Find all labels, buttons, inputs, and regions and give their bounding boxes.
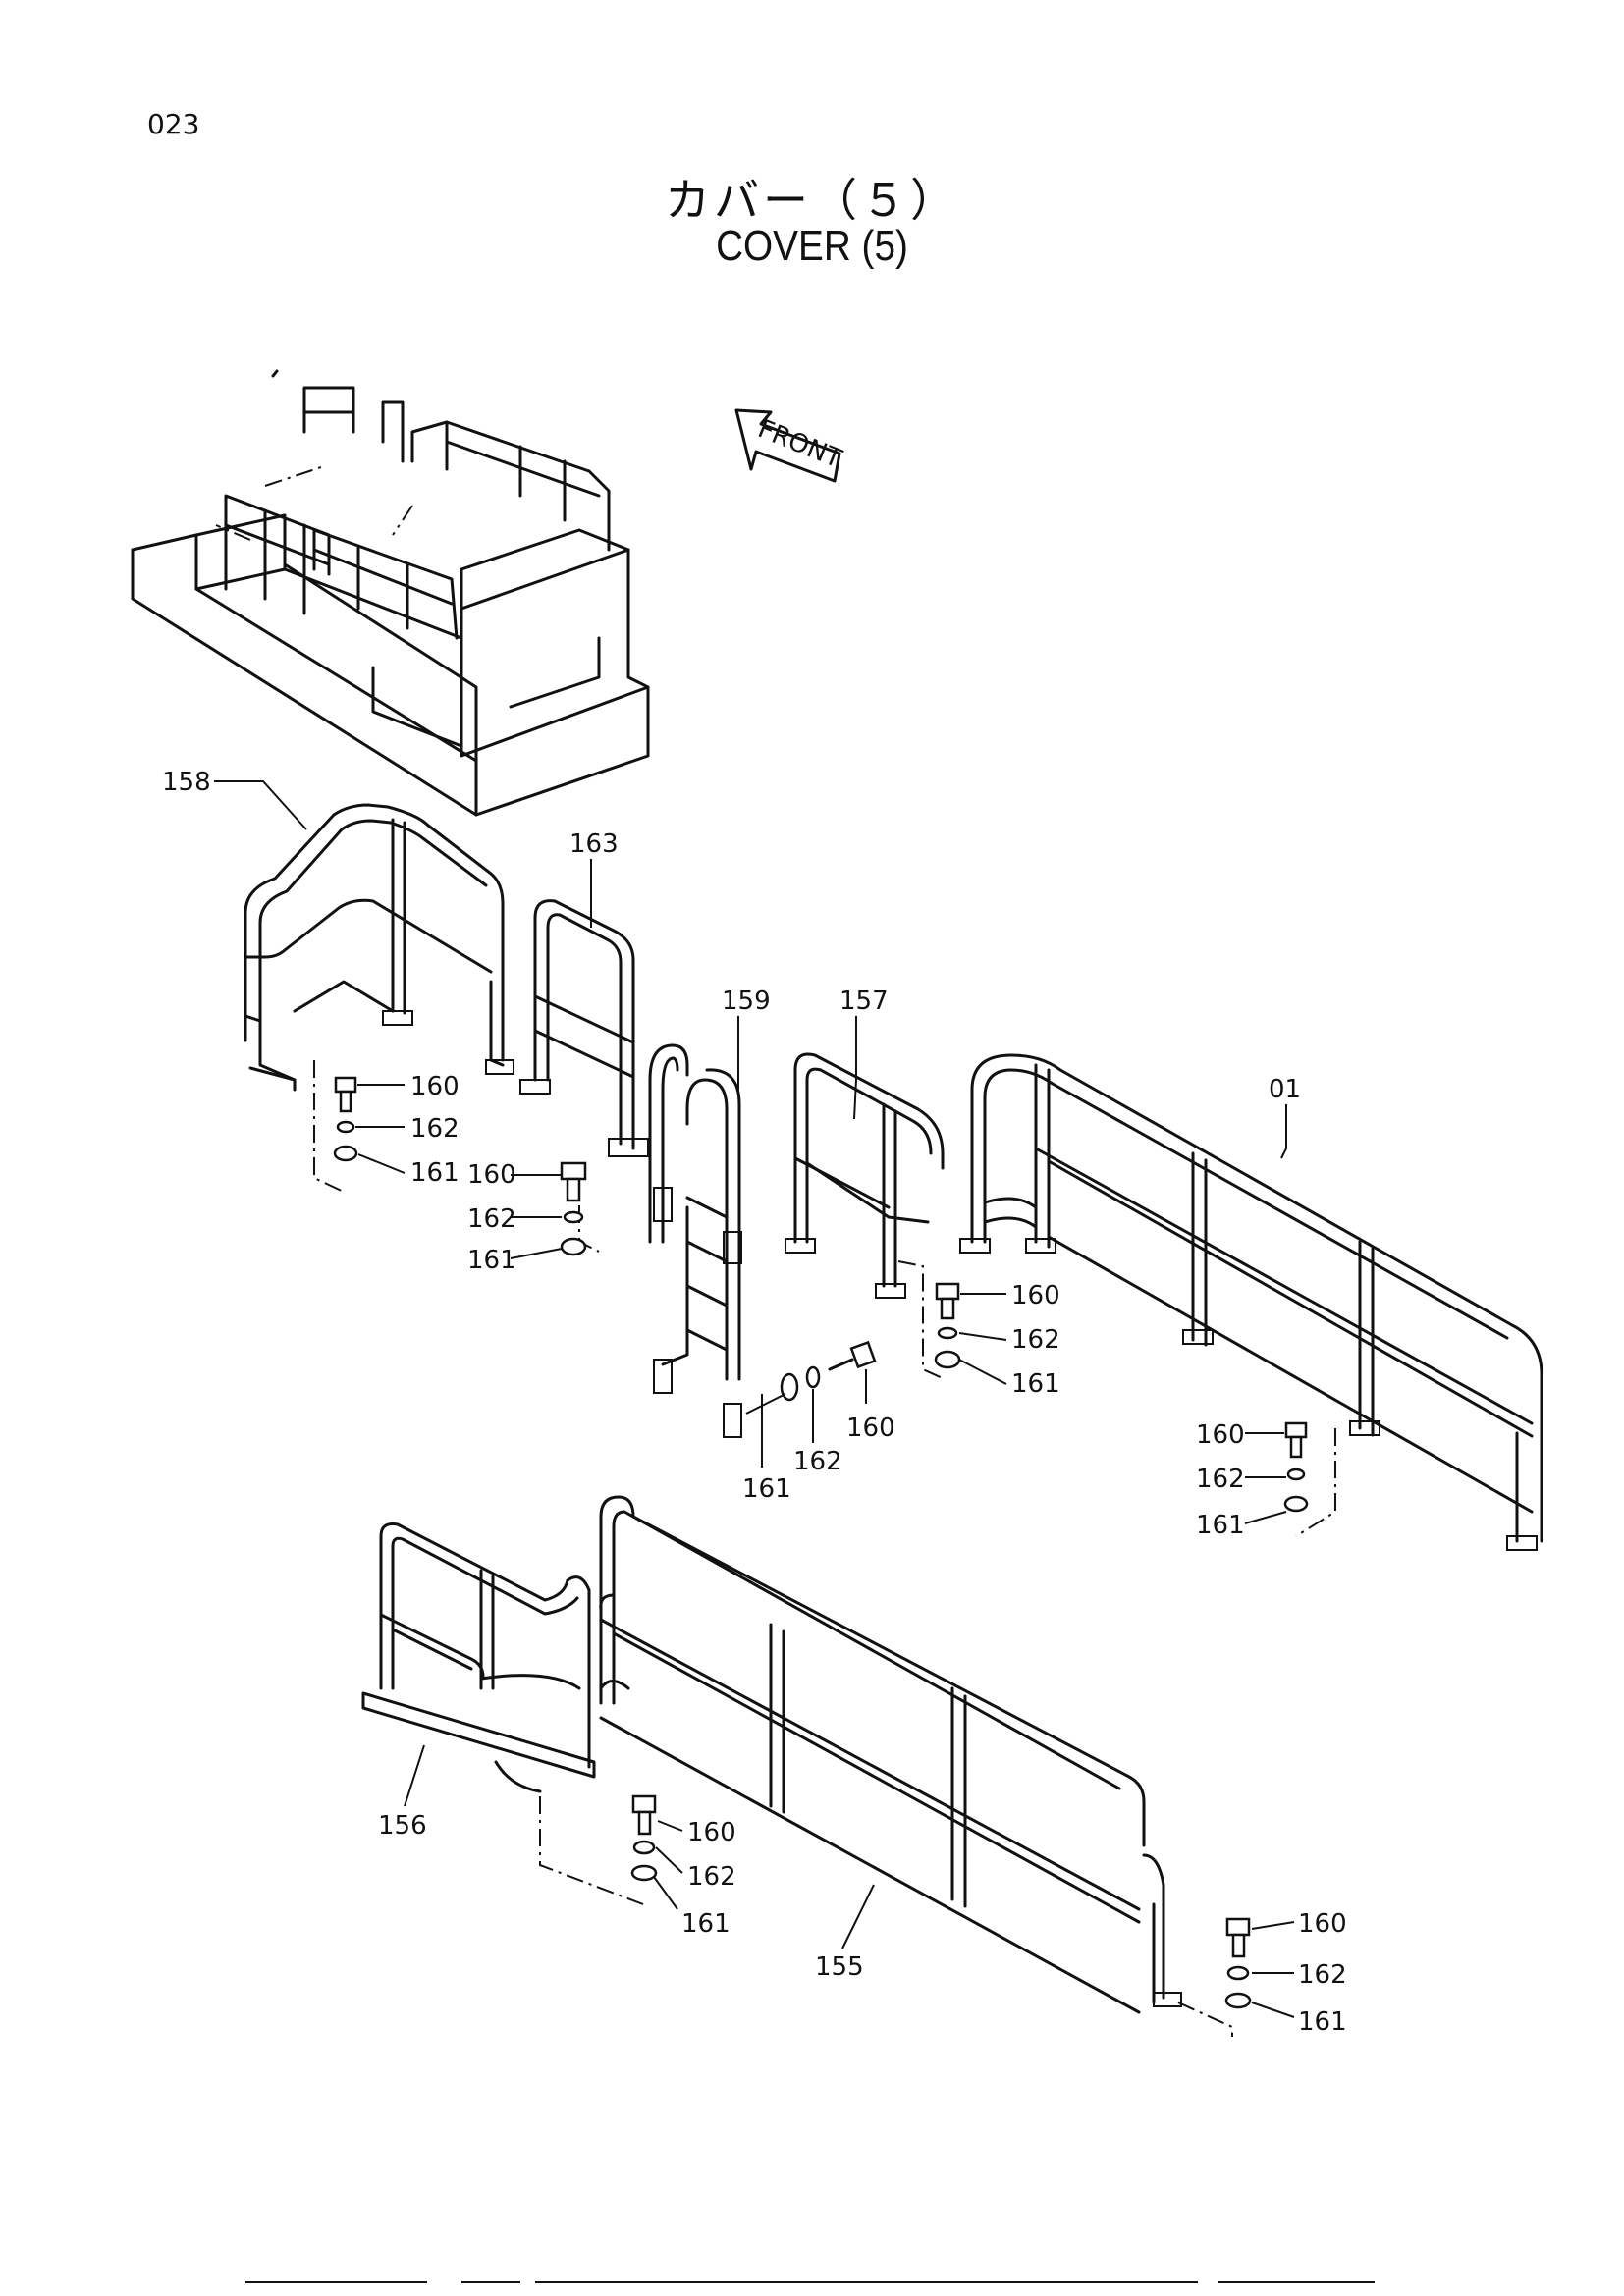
callout-160-b: 160 — [467, 1160, 516, 1190]
callout-160-e: 160 — [1196, 1420, 1245, 1450]
callout-160-a: 160 — [410, 1072, 460, 1101]
hardware-set-d — [745, 1340, 877, 1415]
hardware-set-e — [1283, 1421, 1309, 1513]
hardware-set-b — [560, 1161, 587, 1256]
hardware-set-f — [630, 1794, 658, 1882]
callout-161-g: 161 — [1298, 2007, 1347, 2037]
leader-lines — [214, 780, 1295, 2018]
part-163-gate — [519, 899, 649, 1253]
callout-161-a: 161 — [410, 1158, 460, 1188]
callout-161-c: 161 — [1011, 1369, 1060, 1399]
part-159-ladder — [648, 1043, 742, 1438]
callout-160-f: 160 — [687, 1818, 736, 1847]
callout-161-d: 161 — [742, 1474, 791, 1504]
callout-162-c: 162 — [1011, 1325, 1060, 1355]
callout-159: 159 — [722, 987, 771, 1016]
callout-155: 155 — [815, 1952, 864, 1982]
overview-machine — [131, 369, 650, 817]
callout-labels: 158 163 159 157 01 160 162 161 160 162 1… — [162, 768, 1347, 2037]
hardware-set-a — [333, 1076, 358, 1162]
title-english: COVER (5) — [716, 222, 908, 270]
part-156-short-rail — [361, 1522, 644, 1905]
callout-158: 158 — [162, 768, 211, 797]
callout-160-c: 160 — [1011, 1281, 1060, 1310]
page-number: 023 — [147, 108, 200, 140]
callout-162-b: 162 — [467, 1204, 516, 1234]
hardware-set-c — [934, 1282, 961, 1369]
callout-162-f: 162 — [687, 1862, 736, 1892]
hardware-set-g — [1224, 1917, 1252, 2009]
callout-160-g: 160 — [1298, 1909, 1347, 1939]
callout-162-d: 162 — [793, 1447, 842, 1476]
callout-156: 156 — [378, 1811, 427, 1841]
front-arrow: FRONT — [734, 408, 846, 483]
part-01-long-rail — [959, 1053, 1543, 1551]
title-japanese: カバー（５） — [665, 174, 959, 227]
callout-163: 163 — [569, 829, 619, 859]
callout-162-a: 162 — [410, 1114, 460, 1144]
callout-162-e: 162 — [1196, 1465, 1245, 1494]
callout-162-g: 162 — [1298, 1960, 1347, 1990]
callout-161-e: 161 — [1196, 1511, 1245, 1540]
callout-161-b: 161 — [467, 1246, 516, 1275]
callout-157: 157 — [839, 987, 889, 1016]
part-157-step-rail — [785, 1052, 946, 1380]
part-158-corner-rail — [244, 803, 514, 1194]
front-label: FRONT — [754, 414, 846, 474]
callout-161-f: 161 — [681, 1909, 731, 1939]
part-155-long-rail — [599, 1495, 1233, 2037]
callout-01: 01 — [1269, 1075, 1301, 1104]
callout-160-d: 160 — [846, 1414, 895, 1443]
